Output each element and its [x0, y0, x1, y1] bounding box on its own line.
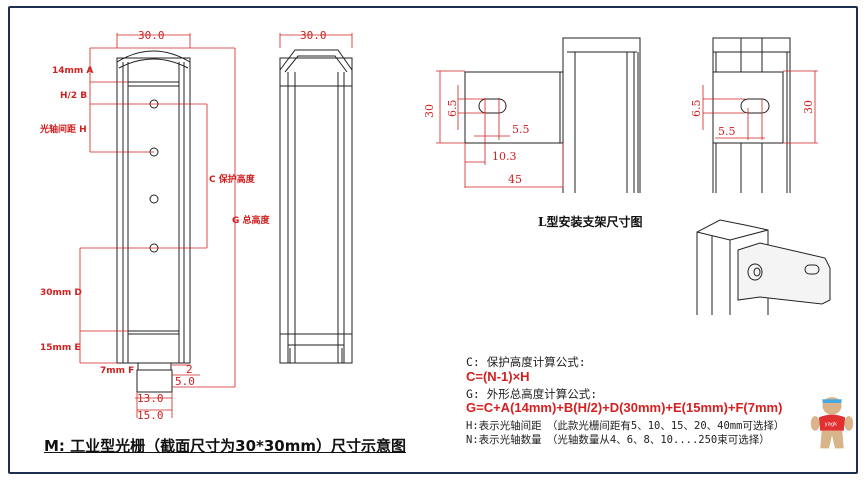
bracket1-5.5-label: 5.5 [512, 123, 530, 136]
dim-g-label: G 总高度 [232, 214, 271, 226]
bracket1-45-label: 45 [508, 173, 522, 186]
note-h: H:表示光轴间距 （此款光栅间距有5、10、15、20、40mm可选择） [466, 420, 785, 432]
dim-b-label: H/2 B [60, 91, 87, 101]
mascot-text: yagk [825, 422, 837, 428]
dim-f-label: 7mm F [100, 366, 134, 376]
diagram-caption: M: 工业型光栅（截面尺寸为30*30mm）尺寸示意图 [44, 437, 407, 455]
note-n: N:表示光轴数量 （光轴数量从4、6、8、10....250束可选择） [466, 434, 770, 446]
bracket-title: L型安装支架尺寸图 [538, 215, 643, 229]
dim-15-label: 15.0 [137, 409, 164, 422]
formula-c: C=(N-1)×H [466, 369, 530, 384]
side-view: 30.0 [279, 29, 353, 364]
formula-g: G=C+A(14mm)+B(H/2)+D(30mm)+E(15mm)+F(7mm… [466, 400, 783, 415]
formula-c-label: C: 保护高度计算公式: [466, 355, 586, 369]
bracket2-5.5-label: 5.5 [718, 125, 736, 138]
bear-mascot-logo: yagk [810, 397, 854, 449]
dim-d-label: 30mm D [40, 288, 82, 298]
dim-e-label: 15mm E [40, 343, 81, 353]
bracket1-30-label: 30 [423, 104, 436, 118]
formula-g-label: G: 外形总高度计算公式: [466, 387, 598, 401]
bracket-3d-view [696, 219, 831, 315]
front-dimensions: 30.0 14mm A H/2 B 光轴间距 H C 保护高度 G 总高度 30… [39, 29, 271, 422]
bracket2-6.5-label: 6.5 [690, 100, 703, 118]
diagram-frame [8, 6, 858, 474]
bracket2-30-label: 30 [802, 100, 815, 114]
bracket-view-1: 30 6.5 5.5 10.3 45 [423, 37, 641, 193]
dim-a-label: 14mm A [52, 66, 93, 76]
dim-h-label: 光轴间距 H [39, 123, 87, 135]
dim-2-label: 2 [186, 363, 193, 376]
bracket-view-2: 6.5 5.5 30 [690, 37, 818, 193]
dim-5-label: 5.0 [175, 375, 195, 388]
dim-c-label: C 保护高度 [209, 173, 256, 185]
dim-13-label: 13.0 [137, 392, 164, 405]
bracket1-10.3-label: 10.3 [492, 150, 517, 163]
front-view [116, 50, 191, 393]
width-dim-label: 30.0 [138, 29, 165, 42]
bracket1-6.5-label: 6.5 [446, 100, 459, 118]
side-width-dim-label: 30.0 [300, 29, 327, 42]
